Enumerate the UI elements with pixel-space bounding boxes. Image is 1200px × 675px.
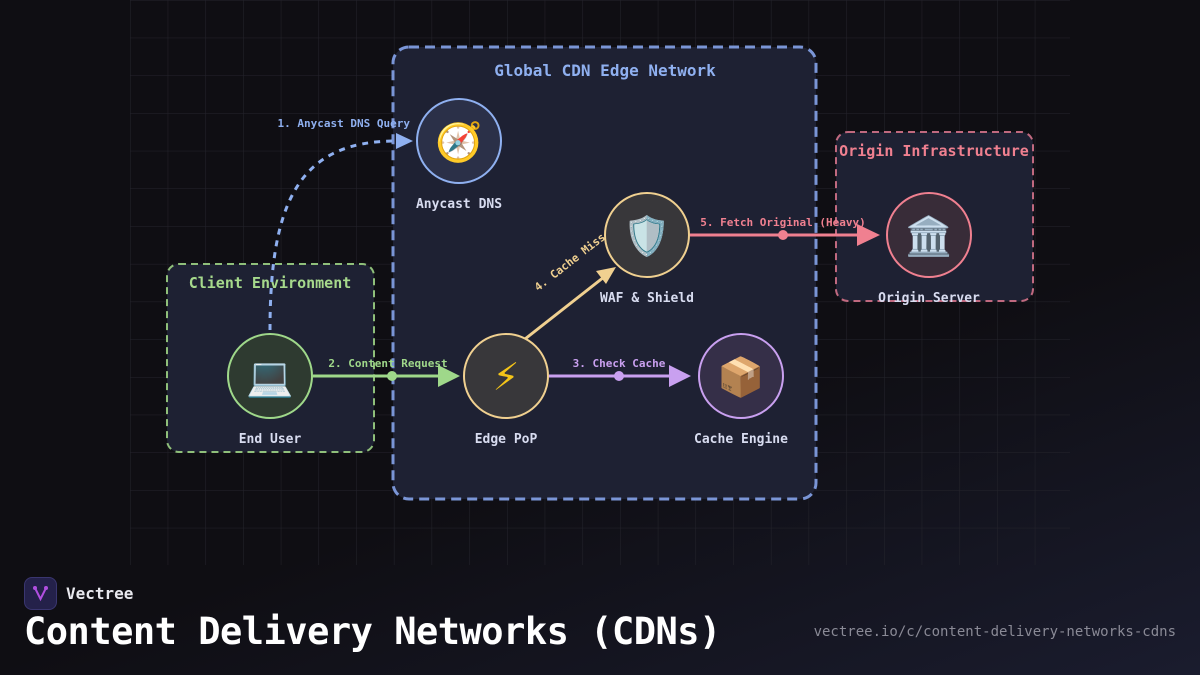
node-label: Edge PoP bbox=[475, 432, 538, 447]
package-icon: 📦 bbox=[717, 355, 764, 399]
lightning-icon: ⚡ bbox=[493, 355, 520, 399]
node-label: Anycast DNS bbox=[416, 197, 502, 212]
edge-check-cache: 3. Check Cache bbox=[549, 357, 691, 387]
classical-building-icon: 🏛️ bbox=[905, 214, 952, 258]
page-title: Content Delivery Networks (CDNs) bbox=[24, 610, 721, 653]
arrowhead bbox=[857, 224, 880, 246]
group-cdn-title: Global CDN Edge Network bbox=[494, 61, 716, 80]
arrowhead bbox=[438, 365, 460, 387]
compass-icon: 🧭 bbox=[435, 120, 482, 164]
node-cache-engine[interactable]: 📦 Cache Engine bbox=[694, 333, 788, 447]
node-end-user[interactable]: 💻 End User bbox=[227, 333, 313, 447]
source-url[interactable]: vectree.io/c/content-delivery-networks-c… bbox=[813, 624, 1176, 640]
edge-content-request: 2. Content Request bbox=[313, 357, 460, 387]
edge-label: 3. Check Cache bbox=[573, 357, 666, 370]
node-waf-shield[interactable]: 🛡️ WAF & Shield bbox=[600, 192, 694, 306]
group-client-title: Client Environment bbox=[189, 274, 352, 292]
edge-label: 5. Fetch Original (Heavy) bbox=[700, 216, 866, 229]
node-label: Origin Server bbox=[878, 291, 980, 306]
laptop-icon: 💻 bbox=[246, 355, 293, 399]
node-label: Cache Engine bbox=[694, 432, 788, 447]
vectree-logo bbox=[24, 577, 57, 610]
edge-label: 2. Content Request bbox=[328, 357, 447, 370]
node-origin-server[interactable]: 🏛️ Origin Server bbox=[878, 192, 980, 306]
edge-dns-query: 1. Anycast DNS Query bbox=[268, 117, 413, 331]
node-anycast-dns[interactable]: 🧭 Anycast DNS bbox=[416, 98, 502, 212]
shield-icon: 🛡️ bbox=[623, 214, 670, 258]
arrowhead bbox=[669, 365, 691, 387]
brand-name: Vectree bbox=[66, 584, 134, 603]
node-label: WAF & Shield bbox=[600, 291, 694, 306]
arrowhead bbox=[396, 133, 413, 149]
logo-icon bbox=[33, 586, 48, 602]
group-origin-title: Origin Infrastructure bbox=[839, 142, 1029, 160]
node-label: End User bbox=[239, 432, 302, 447]
arrowhead bbox=[596, 267, 616, 284]
node-edge-pop[interactable]: ⚡ Edge PoP bbox=[463, 333, 549, 447]
edge-label: 1. Anycast DNS Query bbox=[278, 117, 411, 130]
edge-fetch-original: 5. Fetch Original (Heavy) bbox=[690, 216, 880, 246]
